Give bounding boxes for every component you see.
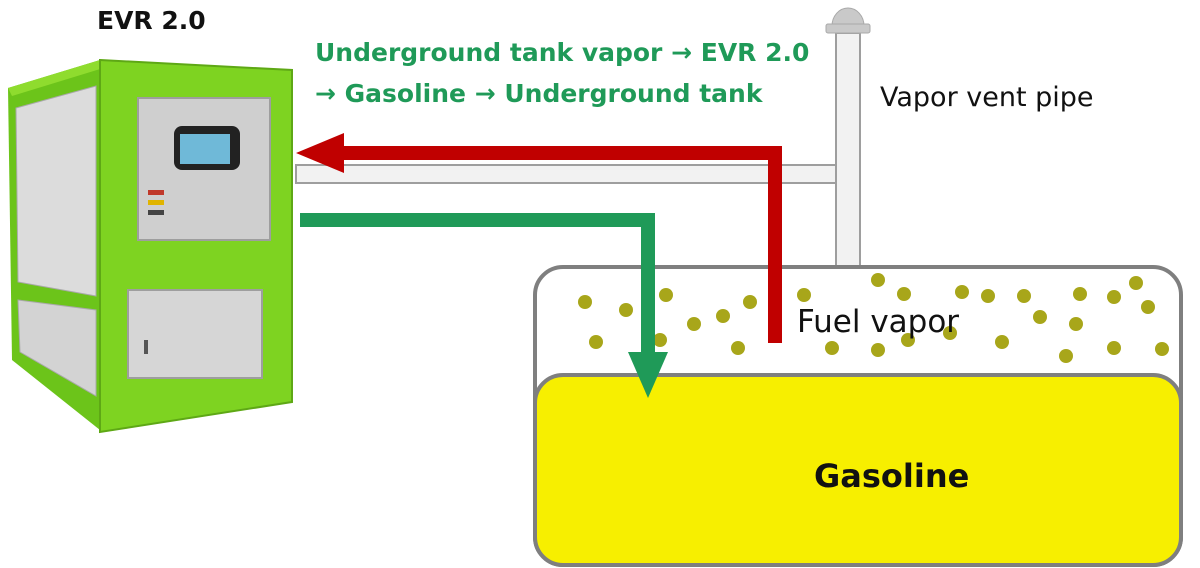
gasoline-supply-arrowhead [628,352,668,398]
vapor-dot [1129,276,1143,290]
vapor-return-arrowhead [296,133,344,173]
evr-door-handle [144,340,148,354]
vapor-dot [981,289,995,303]
vapor-dot [1017,289,1031,303]
evr-warning-label [148,200,164,205]
vapor-return-arrow-line [340,146,782,343]
vapor-dot [955,285,969,299]
vent-cap [831,7,865,27]
vapor-dot [653,333,667,347]
evr-side-upper-panel [15,85,97,297]
vapor-dot [1155,342,1169,356]
evr-title: EVR 2.0 [97,6,206,35]
vapor-dot [825,341,839,355]
vapor-dot [995,335,1009,349]
vapor-dot [589,335,603,349]
vent-pipe [835,32,861,270]
vapor-dot [1033,310,1047,324]
vapor-dot [619,303,633,317]
vapor-dot [1073,287,1087,301]
vapor-dot [1107,290,1121,304]
vapor-pipe [295,164,841,184]
gasoline-label: Gasoline [814,457,970,495]
vapor-dot [871,343,885,357]
vapor-dot [1069,317,1083,331]
vapor-dot [901,333,915,347]
flow-description-line-2: → Gasoline → Underground tank [315,79,763,108]
gasoline-liquid [533,373,1183,567]
vent-cap-base [825,23,871,34]
evr-unit [8,58,293,434]
vapor-dot [731,341,745,355]
vapor-dot [578,295,592,309]
vapor-dot [943,326,957,340]
vapor-dot [797,288,811,302]
fuel-vapor-label: Fuel vapor [797,304,960,340]
vapor-dot [716,309,730,323]
vapor-dot [659,288,673,302]
evr-warning-label [148,190,164,195]
vapor-dot [743,295,757,309]
evr-side-lower-panel [17,299,97,397]
vapor-dot [1141,300,1155,314]
evr-screen [180,134,230,164]
flow-description-line-1: Underground tank vapor → EVR 2.0 [315,38,810,67]
vapor-dot [687,317,701,331]
gasoline-supply-arrow-line [300,213,655,355]
vapor-dot [1107,341,1121,355]
vapor-dot [1059,349,1073,363]
evr-warning-label [148,210,164,215]
evr-lower-door [127,289,263,379]
vapor-dot [897,287,911,301]
vent-pipe-label: Vapor vent pipe [880,82,1094,113]
fuel-vapor-dots [578,273,1169,363]
vapor-dot [871,273,885,287]
